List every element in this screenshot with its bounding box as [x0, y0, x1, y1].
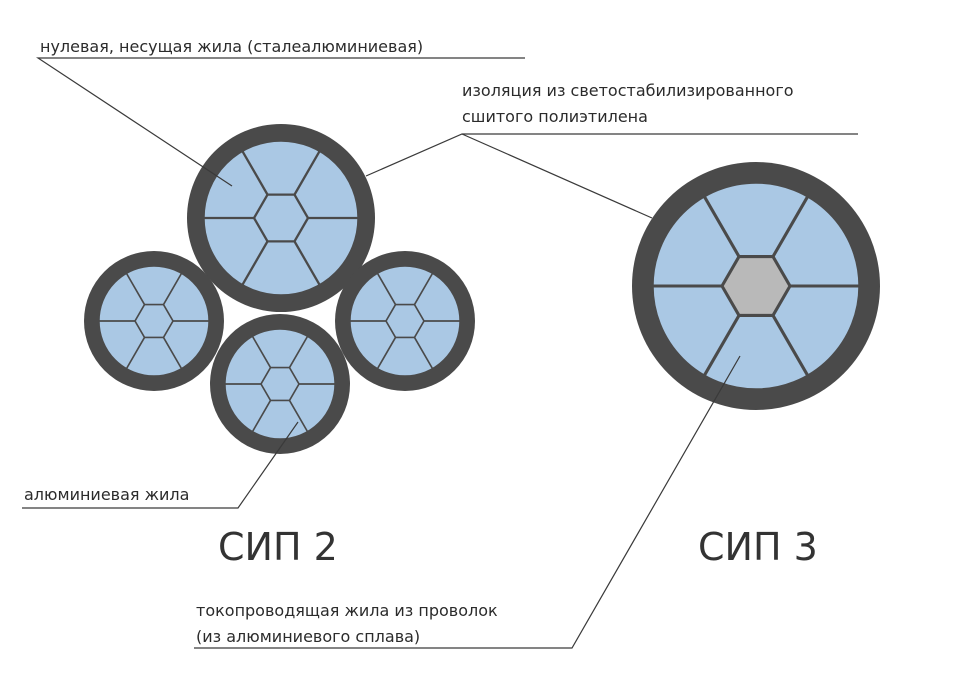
label-insulation-line2: сшитого полиэтилена — [462, 107, 648, 126]
label-insulation-line1: изоляция из светостабилизированного — [462, 81, 794, 100]
strand-divider — [771, 314, 809, 376]
center-wire — [260, 366, 300, 402]
sip2-neutral-cable — [187, 124, 375, 312]
strand-divider — [162, 272, 183, 305]
strand-divider — [413, 337, 434, 370]
sip2-phase-cable-left — [84, 251, 224, 391]
strand-divider — [376, 337, 397, 370]
sip2-bundle — [84, 124, 475, 454]
strand-divider — [125, 337, 146, 370]
label-conductor-line1: токопроводящая жила из проволок — [196, 601, 498, 620]
strand-divider — [162, 337, 183, 370]
strand-divider — [376, 272, 397, 305]
title-sip3: СИП 3 — [698, 525, 818, 569]
label-neutral-core: нулевая, несущая жила (сталеалюминиевая) — [40, 37, 423, 56]
leader-aluminum-core — [22, 421, 299, 509]
leader-insulation-sip3 — [461, 133, 653, 219]
label-conductor-line2: (из алюминиевого сплава) — [196, 627, 420, 646]
leader-lines — [22, 57, 858, 649]
leader-neutral-core — [36, 57, 525, 187]
strand-divider — [251, 400, 272, 433]
strand-divider — [288, 335, 309, 368]
sip3-cable — [632, 162, 880, 410]
strand-divider — [251, 335, 272, 368]
strand-divider — [703, 314, 741, 376]
strand-divider — [125, 272, 146, 305]
strand-divider — [241, 150, 269, 196]
label-aluminum-core: алюминиевая жила — [24, 485, 189, 504]
center-wire — [134, 303, 174, 339]
strand-divider — [771, 196, 809, 258]
sip2-phase-cable-right — [335, 251, 475, 391]
center-wire — [385, 303, 425, 339]
strand-divider — [288, 400, 309, 433]
strand-divider — [293, 240, 321, 286]
strand-divider — [293, 150, 321, 196]
title-sip2: СИП 2 — [218, 525, 338, 569]
leader-conductor — [194, 355, 741, 649]
strand-divider — [703, 196, 741, 258]
center-wire — [720, 255, 792, 317]
sip2-phase-cable-bottom — [210, 314, 350, 454]
strand-divider — [413, 272, 434, 305]
strand-divider — [241, 240, 269, 286]
